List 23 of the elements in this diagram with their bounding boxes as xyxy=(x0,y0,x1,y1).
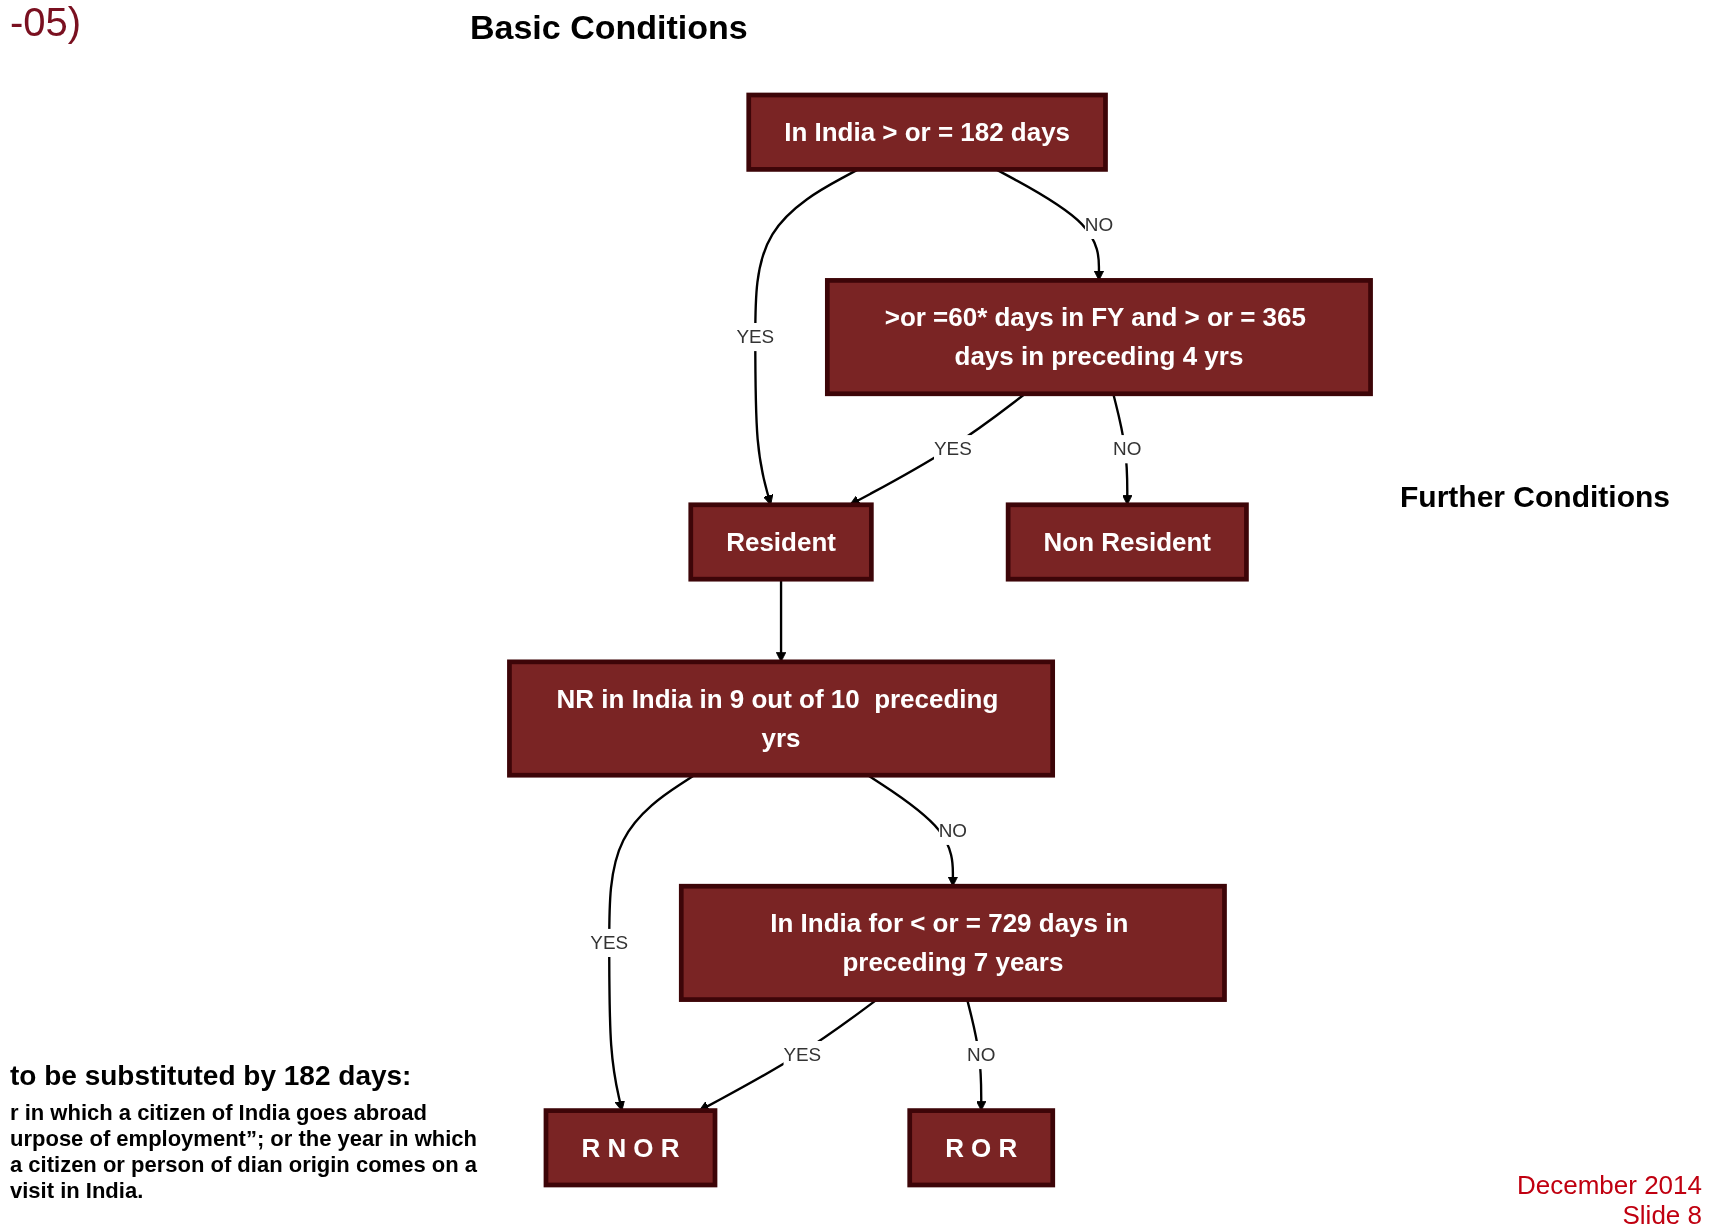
node-box: Resident xyxy=(688,502,874,582)
date-text: December 2014 xyxy=(1517,1170,1702,1201)
slide-number: Slide 8 xyxy=(1622,1200,1702,1228)
edge-label: YES xyxy=(783,1044,822,1065)
edge-label: YES xyxy=(736,326,775,347)
edge-label: YES xyxy=(933,438,972,459)
node-box: R O R xyxy=(907,1108,1056,1188)
edge-label: NO xyxy=(938,820,968,841)
section-heading: Further Conditions xyxy=(1400,480,1670,514)
section-heading: Basic Conditions xyxy=(470,8,748,47)
node-box: R N O R xyxy=(543,1108,718,1188)
node-box: In India for < or = 729 days in preceding 7 years xyxy=(678,883,1227,1002)
title: -05) xyxy=(10,0,82,45)
node-box: >or =60* days in FY and > or = 365 days in preceding 4 yrs xyxy=(824,278,1373,397)
node-box: NR in India in 9 out of 10 preceding yrs xyxy=(507,659,1056,778)
note-heading: to be substituted by 182 days: xyxy=(10,1060,412,1092)
node-box: In India > or = 182 days xyxy=(746,92,1108,172)
edge-label: NO xyxy=(967,1044,996,1065)
note-text: r in which a citizen of India goes abroad urpose of employment”; or the year in which a citizen or person of dian origin comes on a visit in India. xyxy=(10,1100,478,1204)
edge-label: YES xyxy=(590,932,629,953)
edge-label: NO xyxy=(1084,214,1114,235)
edge-label: NO xyxy=(1113,438,1142,459)
node-box: Non Resident xyxy=(1005,502,1249,582)
